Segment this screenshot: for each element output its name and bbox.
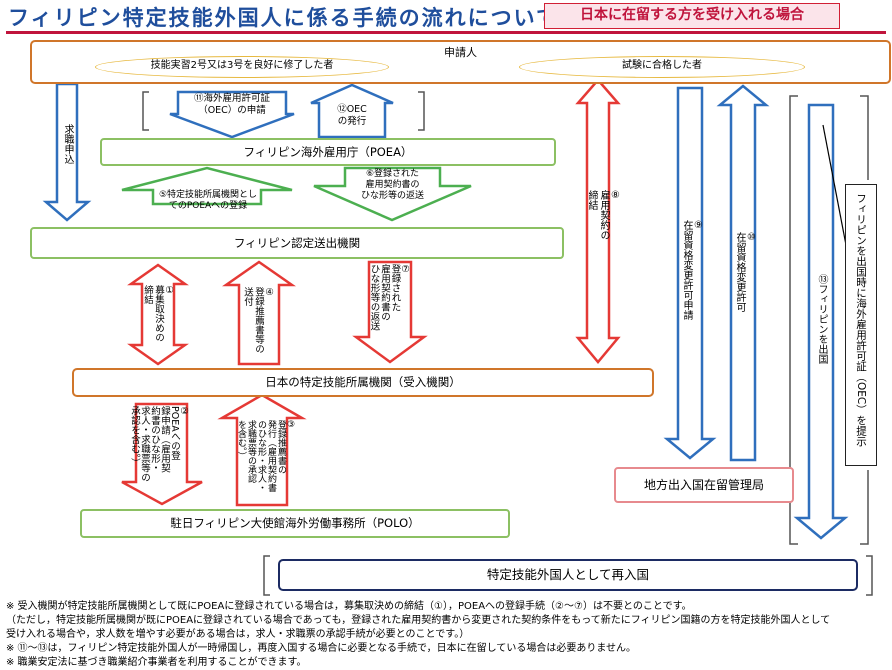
step13-label: ⑬フィリピンを出国	[816, 274, 827, 364]
step3-arrow	[217, 393, 307, 507]
step13-arrow	[793, 103, 849, 540]
step10-label: ⑩ 在留資格変更許可	[734, 232, 757, 312]
applicant-box: 申請人 技能実習2号又は3号を良好に修了した者 試験に合格した者	[30, 40, 891, 84]
page-title: フィリピン特定技能外国人に係る手続の流れについて	[8, 6, 559, 30]
step2-arrow	[121, 402, 203, 506]
step4-arrow	[222, 260, 296, 366]
step6-arrow	[313, 166, 472, 222]
step11-label: ⑪海外雇用許可証 （OEC）の申請	[193, 93, 270, 116]
footnote-1: ※ 受入機関が特定技能所属機関として既にPOEAに登録されている場合は，募集取決…	[6, 601, 692, 612]
step4-label: ④ 登録推薦書等の 送付	[242, 287, 275, 354]
step2-label: ② POEAへの登 録申請（雇用契 約書のひな形・ 求人・求職票等の 承認を含む…	[129, 406, 190, 482]
employer-box: 日本の特定技能所属機関（受入機関）	[72, 368, 654, 397]
oec-presentation-box: フィリピンを出国時に海外雇用許可証（OEC）を提示	[845, 184, 877, 466]
step1-arrow	[127, 263, 189, 366]
applicant-group-a-oval: 技能実習2号又は3号を良好に修了した者	[95, 56, 389, 78]
poea-box: フィリピン海外雇用庁（POEA）	[100, 138, 556, 166]
job-application-label: 求職申込	[62, 124, 73, 164]
step11-arrow	[169, 90, 295, 139]
step5-arrow	[121, 166, 293, 206]
step12-arrow	[310, 83, 394, 139]
step8-arrow	[575, 78, 621, 364]
step8-label: ⑧ 雇用契約の 締結	[586, 190, 621, 240]
step3-label: ③ 登録推薦書の 発行（雇用契約書 のひな形・求人・ 求職票等の承認 を含む。）	[236, 420, 296, 492]
footnote-1-cont-b: 受け入れる場合や，求人数を増やす必要がある場合は，求人・求職票の承認手続が必要と…	[6, 629, 470, 640]
step9-label: ⑨ 在留資格変更許可申請	[681, 220, 704, 320]
footnote-2: ※ ⑪～⑬は，フィリピン特定技能外国人が一時帰国し，再度入国する場合に必要となる…	[6, 643, 637, 654]
applicant-group-b-oval: 試験に合格した者	[519, 56, 805, 78]
footnote-3: ※ 職業安定法に基づき職業紹介事業者を利用することができます。	[6, 657, 307, 668]
oec-presentation-text: フィリピンを出国時に海外雇用許可証（OEC）を提示	[855, 193, 867, 447]
step6-label: ⑥登録された 雇用契約書の ひな形等の返送	[360, 169, 424, 201]
immigration-bureau-box: 地方出入国在留管理局	[614, 467, 794, 503]
page-subtitle-badge: 日本に在留する方を受け入れる場合	[544, 3, 840, 29]
step7-arrow	[352, 260, 428, 364]
step9-arrow	[663, 86, 717, 460]
step1-label: ① 募集取決めの 締結	[142, 285, 175, 342]
footnote-1-cont-a: （ただし，特定技能所属機関が既にPOEAに登録されている場合であっても，登録され…	[6, 615, 831, 626]
applicant-label: 申請人	[444, 46, 477, 59]
step10-arrow	[716, 84, 770, 462]
job-application-arrow	[42, 82, 92, 222]
step5-label: ⑤特定技能所属機関とし てのPOEAへの登録	[158, 190, 258, 211]
footnotes: ※ 受入機関が特定技能所属機関として既にPOEAに登録されている場合は，募集取決…	[6, 600, 890, 670]
polo-box: 駐日フィリピン大使館海外労働事務所（POLO）	[80, 509, 510, 538]
reentry-box: 特定技能外国人として再入国	[278, 559, 858, 591]
sending-agency-box: フィリピン認定送出機関	[30, 227, 564, 259]
step12-label: ⑫OEC の発行	[337, 104, 367, 127]
step7-label: ⑦ 登録された 雇用契約書の ひな形等の返送	[368, 264, 412, 331]
title-underline	[6, 31, 886, 34]
